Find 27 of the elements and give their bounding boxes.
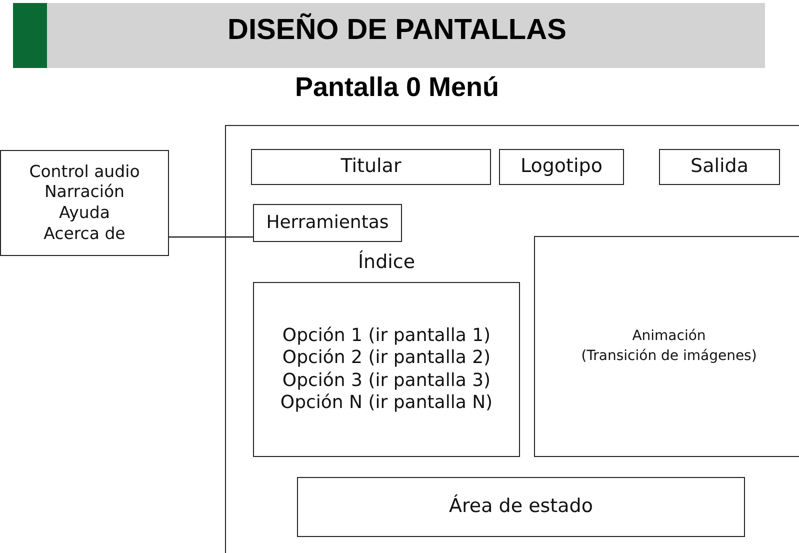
- text-box: [499, 149, 624, 185]
- animation-box: [534, 236, 799, 457]
- box-text: Opción 3 (ir pantalla 3): [282, 370, 491, 392]
- box-text: Opción 1 (ir pantalla 1): [282, 324, 491, 347]
- headline-box: [251, 149, 491, 185]
- box-text: Salida: [690, 155, 748, 179]
- status-box: [297, 477, 745, 537]
- subtitle: Pantalla 0 Menú: [294, 72, 500, 103]
- tools-box: [253, 204, 402, 242]
- connector-line: [169, 236, 253, 238]
- screen-frame: [225, 125, 799, 553]
- menu-box: [0, 150, 169, 256]
- section-heading: Índice: [356, 251, 416, 275]
- box-text: Opción 2 (ir pantalla 2): [282, 347, 491, 370]
- box-text: Opción N (ir pantalla N): [280, 392, 493, 414]
- box-text: Narración: [44, 182, 125, 203]
- box-text: (Transición de imágenes): [581, 348, 757, 365]
- exit-box: [659, 149, 780, 185]
- box-text: Área de estado: [449, 495, 593, 519]
- box-text: Acerca de: [44, 224, 126, 244]
- box-text: Ayuda: [59, 203, 110, 224]
- box-text: Logotipo: [520, 155, 602, 179]
- title: DISEÑO DE PANTALLAS: [226, 14, 568, 47]
- box-text: Herramientas: [266, 212, 389, 234]
- box-text: Animación: [632, 328, 706, 346]
- box-text: Control audio: [29, 162, 140, 182]
- box-text: Titular: [340, 155, 402, 179]
